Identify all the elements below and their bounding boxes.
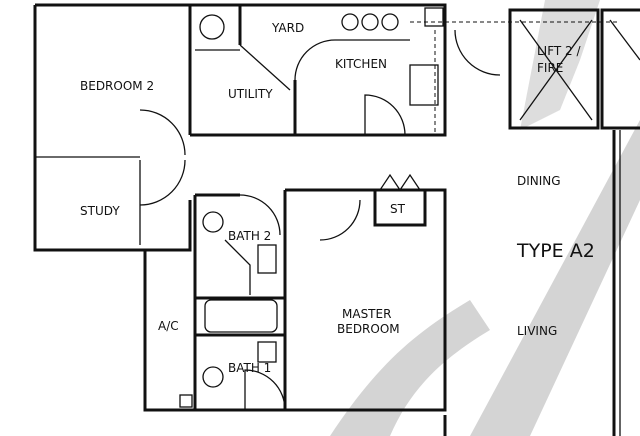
label-master-2: BEDROOM — [337, 322, 400, 336]
label-lift-1: LIFT 2 / — [537, 44, 582, 58]
label-store: ST — [390, 202, 406, 216]
unit-type: TYPE A2 — [516, 240, 595, 262]
label-study: STUDY — [80, 204, 120, 218]
label-utility: UTILITY — [228, 87, 273, 101]
label-master-1: MASTER — [342, 307, 391, 321]
room-labels: BEDROOM 2 YARD KITCHEN UTILITY STUDY BAT… — [80, 21, 595, 375]
label-bath1: BATH 1 — [228, 361, 271, 375]
label-kitchen: KITCHEN — [335, 57, 387, 71]
label-living: LIVING — [517, 324, 557, 338]
label-bath2: BATH 2 — [228, 229, 271, 243]
label-ac: A/C — [158, 319, 179, 333]
label-bedroom2: BEDROOM 2 — [80, 79, 154, 93]
walls — [33, 3, 640, 436]
label-yard: YARD — [271, 21, 304, 35]
label-dining: DINING — [517, 174, 561, 188]
label-lift-2: FIRE — [537, 61, 563, 75]
